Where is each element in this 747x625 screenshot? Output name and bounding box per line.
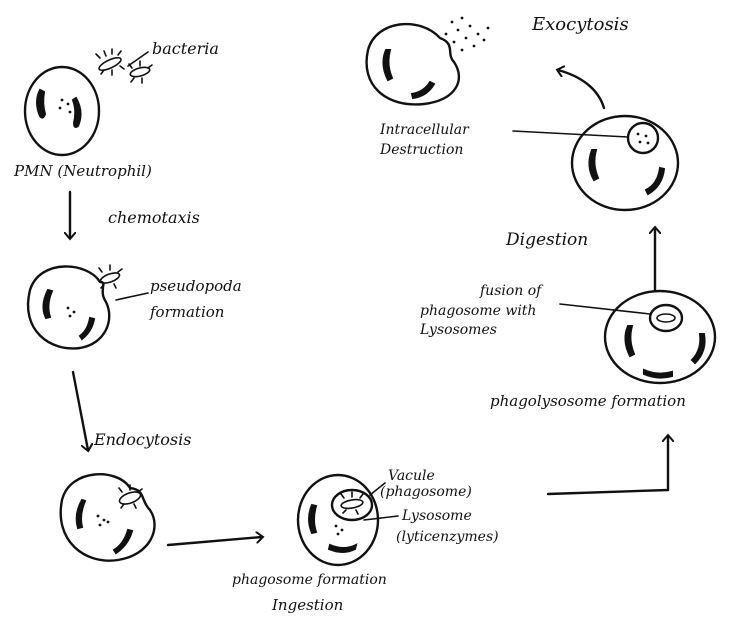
label-phagosome-formation: phagosome formation [232,572,387,589]
label-bacteria: bacteria [152,40,219,57]
label-digestion: Digestion [506,232,588,249]
destruction-cell [513,116,678,210]
label-pmn-neutrophil: PMN (Neutrophil) [14,163,152,180]
label-pseudopoda: pseudopoda [150,278,242,295]
label-phagosome-with: phagosome with [420,303,536,320]
neutrophil-cell [25,67,99,155]
endocytosis-arrow [73,372,88,450]
label-fusion-of: fusion of [480,283,541,300]
label-destruction: Destruction [380,142,463,159]
to-phagolysosome-arrow [548,436,668,494]
to-phagosome-arrow [168,537,262,545]
label-chemotaxis: chemotaxis [108,209,200,226]
label-intracellular: Intracellular [380,122,469,139]
bacteria-cluster [96,49,152,83]
endocytosis-cell [61,474,155,560]
exocytosis-arrow [558,70,604,108]
label-phagosome-paren: (phagosome) [380,484,472,501]
label-formation: formation [150,304,224,321]
label-vacule: Vacule [388,468,435,485]
label-phagolysosome-formation: phagolysosome formation [490,393,686,410]
label-lysosomes: Lysosomes [420,322,497,339]
label-endocytosis: Endocytosis [94,431,191,448]
label-exocytosis: Exocytosis [532,16,629,33]
phagolysosome-cell [560,291,715,383]
label-ingestion: Ingestion [272,597,343,614]
label-lysosome: Lysosome [402,508,472,525]
pseudopoda-cell [28,265,148,348]
label-lytic-enzymes: (lyticenzymes) [396,529,499,546]
exocytosis-cell [367,17,490,105]
